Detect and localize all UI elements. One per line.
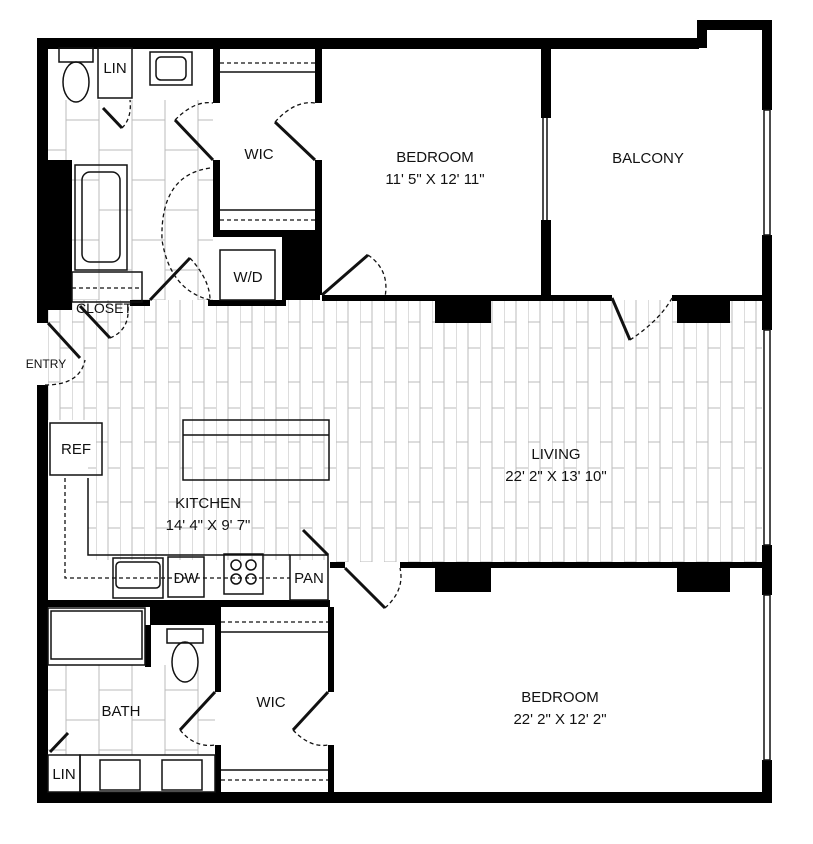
bottom-bath-floor [48, 665, 215, 755]
top-bath-floor [48, 100, 213, 300]
ref-name: REF [61, 441, 91, 458]
wd-unit [219, 249, 276, 301]
pan-name: PAN [294, 570, 324, 587]
bedroom-bottom-dims: 22' 2" X 12' 2" [513, 711, 606, 728]
dw-box [167, 556, 205, 598]
interior-walls [48, 48, 762, 792]
lin-bottom-name: LIN [52, 766, 75, 783]
bathtub [74, 164, 128, 271]
stove [223, 553, 264, 595]
kitchen-floor [88, 420, 330, 555]
bedroom-top-name: BEDROOM [396, 149, 474, 166]
bedroom-bottom-name: BEDROOM [521, 689, 599, 706]
closet-name: CLOSET [76, 300, 132, 316]
living-dims: 22' 2" X 13' 10" [505, 468, 606, 485]
kitchen-island [182, 419, 330, 481]
kitchen-sink [112, 557, 164, 599]
kitchen-dims: 14' 4" X 9' 7" [166, 517, 251, 534]
balcony-name: BALCONY [612, 150, 684, 167]
lin-top-box [97, 47, 133, 99]
living-name: LIVING [531, 446, 580, 463]
toilet-bottom [166, 628, 204, 644]
closet-shelves [71, 62, 328, 781]
toilet-top [58, 47, 94, 63]
dw-name: DW [174, 570, 200, 587]
windows [763, 109, 771, 761]
vanity [79, 754, 216, 793]
sink-top [149, 51, 193, 86]
entry-name: ENTRY [26, 357, 66, 371]
exterior-walls [37, 20, 772, 803]
fixtures [47, 47, 548, 793]
bath-name: BATH [102, 703, 141, 720]
bedroom-top-dims: 11' 5" X 12' 11" [385, 171, 484, 188]
wic-top-name: WIC [244, 146, 273, 163]
wic-bottom-name: WIC [256, 694, 285, 711]
doors [44, 99, 673, 754]
lin-top-name: LIN [103, 60, 126, 77]
room-labels: BEDROOM 11' 5" X 12' 11" BALCONY LIVING … [26, 60, 684, 783]
ref-box [49, 422, 103, 476]
shower [47, 607, 146, 666]
pan-box [289, 554, 329, 601]
wd-name: W/D [233, 269, 262, 286]
kitchen-name: KITCHEN [175, 495, 241, 512]
